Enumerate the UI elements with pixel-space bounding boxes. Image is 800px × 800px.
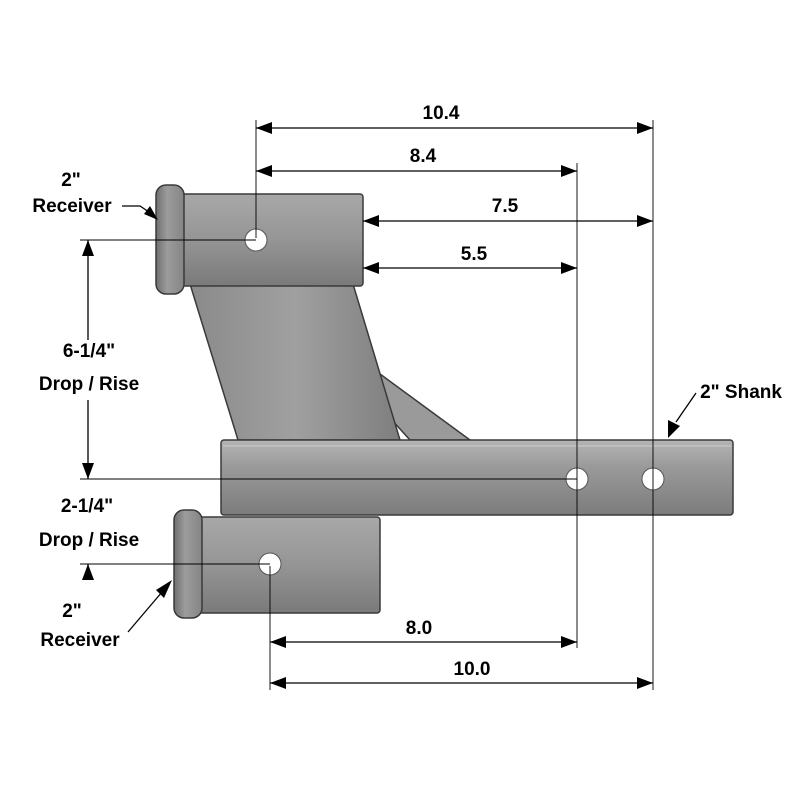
label-5-5: 5.5 [461, 244, 488, 265]
shank-tube [220, 439, 734, 516]
top-receiver-collar [155, 184, 185, 295]
top-receiver-label: Receiver [32, 196, 112, 217]
label-8-4: 8.4 [410, 146, 437, 167]
dimension-10-0 [270, 677, 653, 689]
extension-lines [80, 120, 654, 690]
drop-rise-lower-value: 2-1/4" [61, 496, 113, 517]
dimension-drop-rise-lower [82, 564, 94, 580]
label-7-5: 7.5 [492, 196, 519, 217]
label-10-0: 10.0 [454, 659, 491, 680]
bottom-receiver-size: 2" [62, 601, 82, 622]
label-8-0: 8.0 [406, 618, 432, 639]
bottom-receiver-label: Receiver [40, 630, 120, 651]
top-receiver-size: 2" [61, 170, 81, 191]
bottom-receiver-tube [189, 516, 381, 614]
dimension-10-4 [256, 122, 653, 134]
dimension-7-5 [363, 215, 653, 227]
dimension-drop-rise-upper [82, 240, 94, 479]
shank-label: 2" Shank [700, 382, 782, 403]
dimension-8-0 [270, 636, 577, 648]
drop-rise-upper-text: Drop / Rise [39, 374, 139, 395]
drop-rise-lower-text: Drop / Rise [39, 530, 139, 551]
drop-rise-upper-value: 6-1/4" [63, 341, 115, 362]
riser-bracket [188, 283, 402, 441]
dimension-8-4 [256, 165, 577, 177]
dimension-5-5 [363, 262, 577, 274]
callout-leaders [122, 205, 697, 633]
label-10-4: 10.4 [423, 103, 460, 124]
